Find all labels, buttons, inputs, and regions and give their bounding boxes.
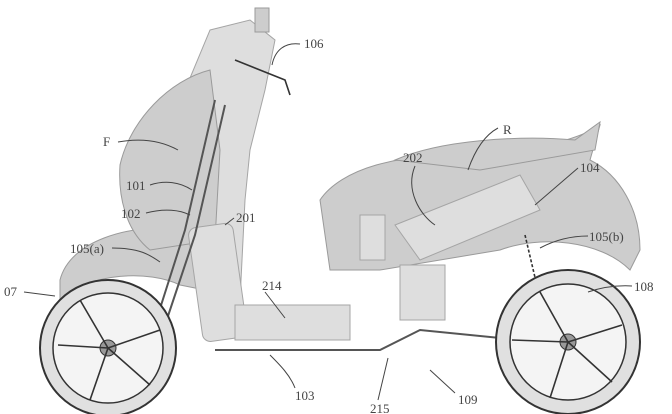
front-fork-2 bbox=[159, 104, 226, 341]
label-108: 108 bbox=[634, 279, 654, 294]
label-109: 109 bbox=[458, 392, 478, 407]
front-panel bbox=[119, 69, 221, 251]
mirror bbox=[254, 7, 270, 33]
label-07: 07 bbox=[4, 284, 18, 299]
label-103: 103 bbox=[295, 388, 315, 403]
label-105b: 105(b) bbox=[589, 229, 624, 244]
electronic-box bbox=[359, 214, 386, 261]
front-battery bbox=[188, 222, 248, 342]
label-101: 101 bbox=[126, 178, 146, 193]
label-202: 202 bbox=[403, 150, 423, 165]
handlebar bbox=[234, 59, 291, 96]
label-R: R bbox=[503, 122, 512, 137]
label-106: 106 bbox=[304, 36, 324, 51]
floor-battery bbox=[234, 304, 351, 341]
controller bbox=[399, 264, 446, 321]
front-fork bbox=[149, 99, 216, 341]
label-F: F bbox=[103, 134, 110, 149]
label-201: 201 bbox=[236, 210, 256, 225]
label-215: 215 bbox=[370, 401, 390, 414]
front-wheel bbox=[39, 279, 177, 414]
rear-wheel bbox=[495, 269, 641, 414]
floor-frame bbox=[215, 328, 521, 351]
label-102: 102 bbox=[121, 206, 141, 221]
label-104: 104 bbox=[580, 160, 600, 175]
label-105a: 105(a) bbox=[70, 241, 104, 256]
seat bbox=[393, 120, 601, 171]
leader-lines bbox=[23, 43, 633, 401]
label-214: 214 bbox=[262, 278, 282, 293]
battery-pack bbox=[394, 174, 541, 261]
